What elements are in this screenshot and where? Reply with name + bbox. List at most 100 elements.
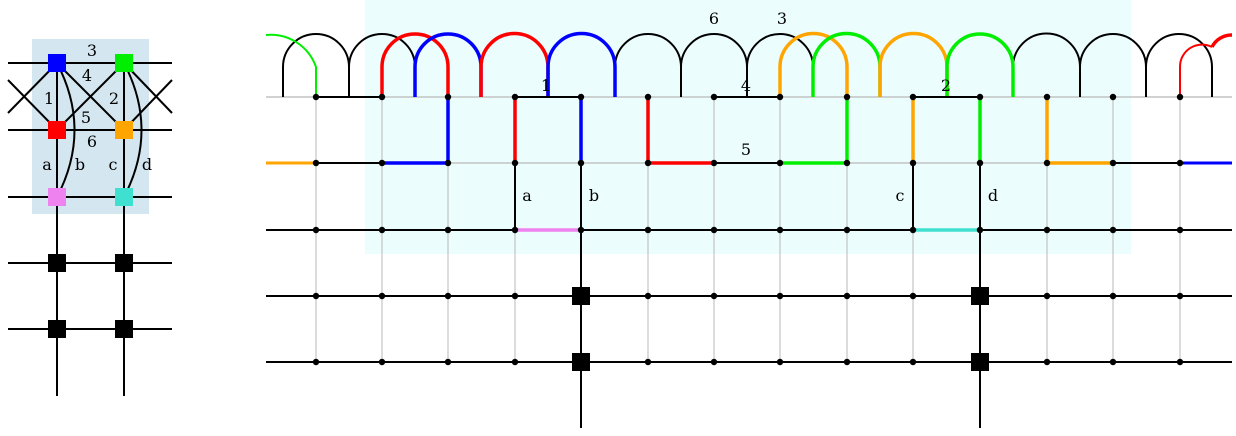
grid-dot: [644, 226, 652, 234]
grid-dot: [378, 292, 386, 300]
grid-dot: [1109, 358, 1117, 366]
black-arc: [614, 33, 682, 97]
embed-label-5: 5: [741, 140, 751, 159]
grid-dot: [776, 93, 784, 101]
small-label-d: d: [142, 155, 152, 174]
black-arcs: [282, 32, 1213, 97]
grid-dot: [1109, 93, 1117, 101]
grid-dot: [1176, 292, 1184, 300]
embed-label-3: 3: [777, 9, 787, 28]
black-arc: [1145, 33, 1213, 97]
black-arc: [1079, 33, 1147, 97]
grid-dot: [843, 358, 851, 366]
orange-arc-2: [878, 31, 949, 97]
green-arc-2: [945, 32, 1015, 97]
black-node-3: [48, 320, 66, 338]
grid-dot: [776, 159, 784, 167]
grid-dot: [644, 159, 652, 167]
grid-dot: [1176, 358, 1184, 366]
black-arc: [1012, 32, 1081, 97]
grid-dot: [776, 226, 784, 234]
blue-arc-1: [413, 32, 483, 97]
grid-dot: [976, 226, 984, 234]
embed-label-c: c: [896, 186, 905, 205]
grid-dot: [312, 93, 320, 101]
grid-dot: [1109, 292, 1117, 300]
small-label-1: 1: [44, 89, 54, 108]
small-label-a: a: [42, 155, 52, 174]
grid-dot: [511, 292, 519, 300]
big-nodes: [572, 287, 989, 371]
grid-dot: [444, 292, 452, 300]
black-node-2: [115, 254, 133, 272]
small-graph-edges: [56, 62, 143, 396]
red-arc-2: [479, 31, 550, 97]
small-label-b: b: [75, 155, 85, 174]
embed-label-6: 6: [709, 9, 719, 28]
grid-dot: [710, 93, 718, 101]
grid-dot: [710, 159, 718, 167]
grid-dot: [444, 358, 452, 366]
black-big-node: [572, 287, 590, 305]
black-big-node: [971, 353, 989, 371]
grid-dot: [511, 226, 519, 234]
grid-dot: [378, 93, 386, 101]
grid-dot: [511, 358, 519, 366]
orange-node: [115, 121, 133, 139]
grid-dot: [1109, 226, 1117, 234]
grid-dot: [776, 292, 784, 300]
small-label-2: 2: [109, 89, 119, 108]
grid-dot: [644, 292, 652, 300]
right-highlight-region: [365, 0, 1131, 254]
grid-dot: [1109, 159, 1117, 167]
grid-dot: [312, 226, 320, 234]
turquoise-node: [115, 188, 133, 206]
grid-dot: [577, 159, 585, 167]
grid-dot: [976, 93, 984, 101]
grid-dot: [312, 159, 320, 167]
small-label-4: 4: [82, 66, 92, 85]
black-node-4: [115, 320, 133, 338]
grid-dot: [1043, 292, 1051, 300]
black-arc: [282, 33, 350, 97]
red-arc-1: [380, 32, 450, 97]
grid-dot: [378, 226, 386, 234]
grid-dot: [312, 292, 320, 300]
grid-dots: [312, 93, 1184, 366]
embed-label-d: d: [988, 186, 998, 205]
red-arc-right-partial-2: [1178, 43, 1213, 97]
grid-dot: [444, 159, 452, 167]
grid-dot: [909, 226, 917, 234]
small-label-5: 5: [81, 108, 91, 127]
red-node: [48, 121, 66, 139]
grid-dot: [644, 358, 652, 366]
grid-dot: [843, 93, 851, 101]
grid-dot: [843, 226, 851, 234]
grid-dot: [843, 159, 851, 167]
embedding-labels: 6 3 1 4 2 5 a b c d: [522, 9, 998, 205]
green-arc-left-partial: [265, 33, 317, 97]
green-arc-1: [811, 31, 882, 97]
embed-label-1: 1: [541, 76, 551, 95]
green-node: [115, 54, 133, 72]
grid-dot: [644, 93, 652, 101]
grid-dot: [843, 292, 851, 300]
grid-dot: [1176, 93, 1184, 101]
grid-dot: [378, 159, 386, 167]
grid-dot: [1043, 226, 1051, 234]
small-label-3: 3: [87, 41, 97, 60]
black-node-1: [48, 254, 66, 272]
grid-dot: [1176, 159, 1184, 167]
grid-dot: [1176, 226, 1184, 234]
small-label-c: c: [109, 155, 118, 174]
grid-dot: [444, 226, 452, 234]
grid-dot: [976, 159, 984, 167]
grid-embedding: 6 3 1 4 2 5 a b c d: [265, 9, 1233, 428]
grid-dot: [1043, 93, 1051, 101]
small-graph-labels: 3 4 1 2 5 6 a b c d: [42, 41, 152, 174]
red-arc-right-partial: [1210, 33, 1233, 48]
grid-dot: [577, 226, 585, 234]
violet-node: [48, 188, 66, 206]
embed-label-b: b: [589, 186, 599, 205]
grid-dot: [511, 159, 519, 167]
